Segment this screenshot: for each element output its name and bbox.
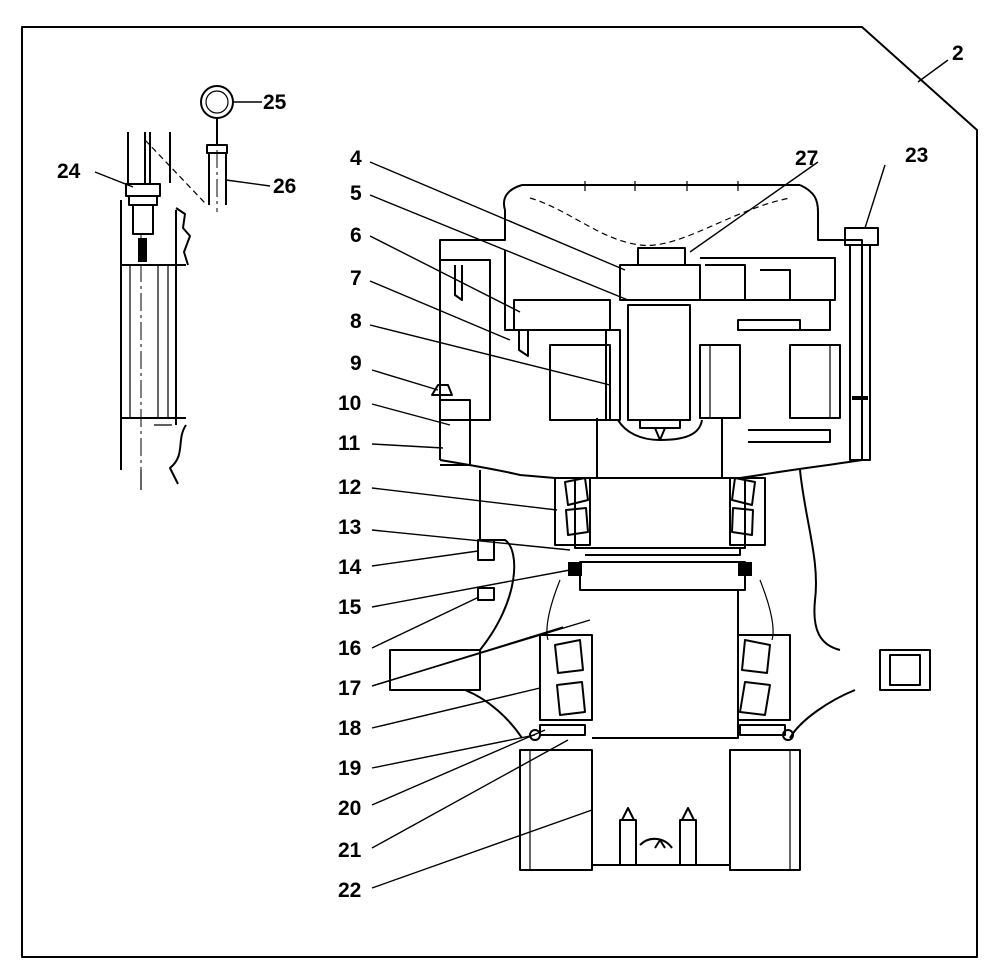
level-gauge-inset	[120, 85, 234, 490]
callout-labels: 4 5 6 7 8 9 10 11 12 13 14 15 16 17 18 1…	[57, 91, 928, 902]
callout-20: 20	[338, 797, 361, 820]
callout-18: 18	[338, 717, 362, 740]
callout-15: 15	[338, 596, 362, 619]
callout-8: 8	[350, 310, 362, 333]
callout-5: 5	[350, 182, 362, 205]
group-leader-line	[917, 59, 949, 83]
callout-24: 24	[57, 160, 81, 183]
leader-lines	[94, 101, 886, 889]
callout-4: 4	[350, 147, 362, 170]
callout-26: 26	[273, 175, 296, 198]
callout-13: 13	[338, 516, 361, 539]
callout-27: 27	[795, 147, 818, 170]
callout-10: 10	[338, 392, 361, 415]
diagram-frame	[21, 26, 978, 958]
callout-23: 23	[905, 144, 928, 167]
callout-6: 6	[350, 224, 362, 247]
swing-drive-section	[389, 181, 931, 871]
callout-22: 22	[338, 879, 361, 902]
callout-25: 25	[263, 91, 287, 114]
callout-14: 14	[338, 556, 362, 579]
callout-12: 12	[338, 476, 361, 499]
callout-19: 19	[338, 757, 361, 780]
callout-7: 7	[350, 267, 362, 290]
callout-9: 9	[350, 352, 362, 375]
callout-17: 17	[338, 677, 361, 700]
callout-16: 16	[338, 637, 361, 660]
callout-21: 21	[338, 839, 362, 862]
callout-11: 11	[338, 432, 361, 455]
group-number-label: 2	[952, 42, 964, 65]
